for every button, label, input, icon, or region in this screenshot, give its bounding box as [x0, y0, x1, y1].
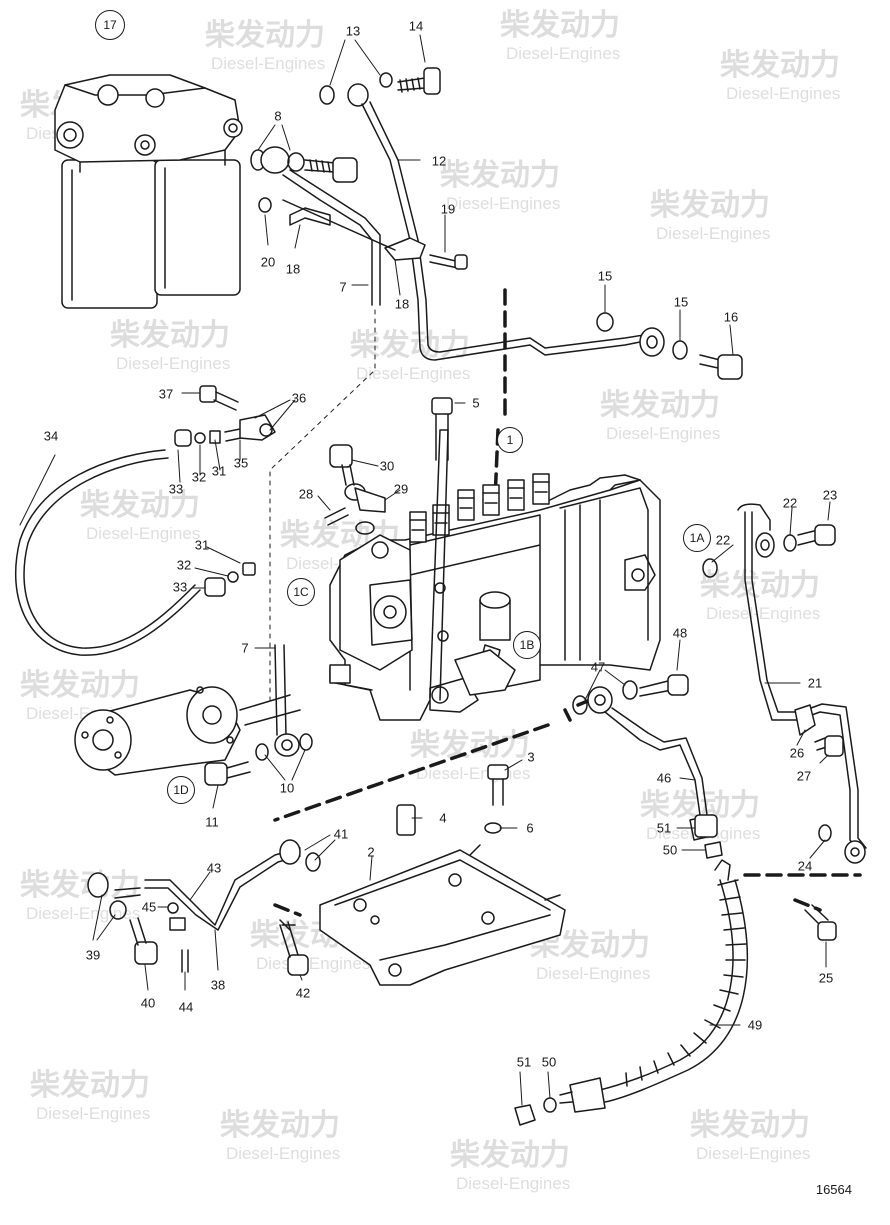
callout-label: 20 — [260, 254, 276, 270]
pump-bracket-2 — [319, 844, 566, 986]
callout-label: 4 — [439, 810, 447, 826]
circled-label: 1B — [513, 631, 541, 659]
banjo-fitting-13 — [319, 67, 441, 107]
fittings-28-30 — [324, 444, 386, 535]
callout-label: 3 — [527, 749, 535, 765]
callout-label: 40 — [140, 995, 156, 1011]
callout-label: 51 — [656, 820, 672, 836]
callout-label: 37 — [158, 386, 174, 402]
injection-pump — [329, 473, 661, 721]
callout-label: 8 — [274, 108, 282, 124]
fittings-35-37 — [174, 385, 276, 447]
callout-label: 30 — [379, 458, 395, 474]
callout-label: 47 — [590, 659, 606, 675]
callout-label: 18 — [394, 296, 410, 312]
callout-label: 2 — [367, 844, 375, 860]
callout-label: 21 — [807, 675, 823, 691]
bolt-3-spacer-4 — [396, 397, 509, 836]
cut-line — [273, 903, 302, 917]
callout-label: 41 — [333, 826, 349, 842]
callout-label: 11 — [205, 814, 219, 830]
callout-label: 15 — [673, 294, 689, 310]
callout-label: 25 — [818, 970, 834, 986]
callout-label: 49 — [747, 1017, 763, 1033]
coupling-1D — [74, 686, 301, 776]
callout-label: 45 — [141, 899, 157, 915]
callout-label: 23 — [822, 487, 838, 503]
callout-label: 5 — [472, 395, 480, 411]
return-line-38-45 — [87, 839, 321, 976]
callout-label: 7 — [339, 279, 347, 295]
callout-label: 42 — [295, 985, 311, 1001]
pipe-7 — [282, 169, 381, 306]
pipe-21 — [702, 503, 867, 941]
callout-label: 6 — [526, 820, 534, 836]
callout-label: 38 — [210, 977, 226, 993]
callout-label: 14 — [408, 18, 424, 34]
pipe-7-lower — [204, 644, 313, 786]
clamp-18 — [258, 197, 468, 270]
callout-label: 19 — [440, 201, 456, 217]
callout-label: 16 — [723, 309, 739, 325]
leader-lines — [19, 34, 831, 1106]
callout-label: 48 — [672, 625, 688, 641]
nut-51-50 — [694, 814, 718, 838]
drawing-number: 16564 — [815, 1182, 852, 1197]
circled-label: 1D — [167, 776, 195, 804]
callout-label: 44 — [178, 999, 194, 1015]
banjo-15-16 — [596, 312, 743, 380]
callout-label: 31 — [194, 537, 210, 553]
callout-label: 31 — [211, 463, 227, 479]
callout-label: 22 — [782, 495, 798, 511]
callout-label: 39 — [85, 947, 101, 963]
callout-label: 50 — [662, 842, 678, 858]
circled-label: 1A — [683, 524, 711, 552]
callout-label: 28 — [298, 486, 314, 502]
fuel-filter-assembly — [54, 74, 243, 309]
callout-label: 26 — [789, 745, 805, 761]
callout-label: 36 — [291, 390, 307, 406]
hose-49 — [514, 859, 749, 1126]
hose-34 — [15, 449, 201, 656]
cut-line — [273, 723, 550, 822]
circled-label: 1 — [497, 427, 523, 453]
callout-label: 12 — [431, 153, 447, 169]
callout-label: 13 — [345, 23, 361, 39]
callout-label: 10 — [279, 780, 295, 796]
callout-label: 24 — [797, 858, 813, 874]
callout-label: 22 — [715, 532, 731, 548]
callout-label: 32 — [176, 557, 192, 573]
callout-label: 32 — [191, 469, 207, 485]
callout-label: 35 — [233, 455, 249, 471]
fittings-31-33 — [204, 562, 256, 597]
callout-label: 50 — [541, 1054, 557, 1070]
callout-label: 43 — [206, 860, 222, 876]
callout-label: 33 — [172, 579, 188, 595]
callout-label: 46 — [656, 770, 672, 786]
callout-label: 27 — [796, 768, 812, 784]
banjo-8 — [250, 146, 358, 183]
callout-label: 15 — [597, 268, 613, 284]
circled-label: 1C — [287, 578, 315, 606]
callout-label: 51 — [516, 1054, 532, 1070]
callout-label: 7 — [241, 640, 249, 656]
circled-label: 17 — [95, 10, 125, 40]
callout-label: 34 — [43, 428, 59, 444]
callout-label: 18 — [285, 261, 301, 277]
pipe-12 — [361, 103, 651, 361]
callout-label: 33 — [168, 481, 184, 497]
callout-label: 29 — [393, 481, 409, 497]
